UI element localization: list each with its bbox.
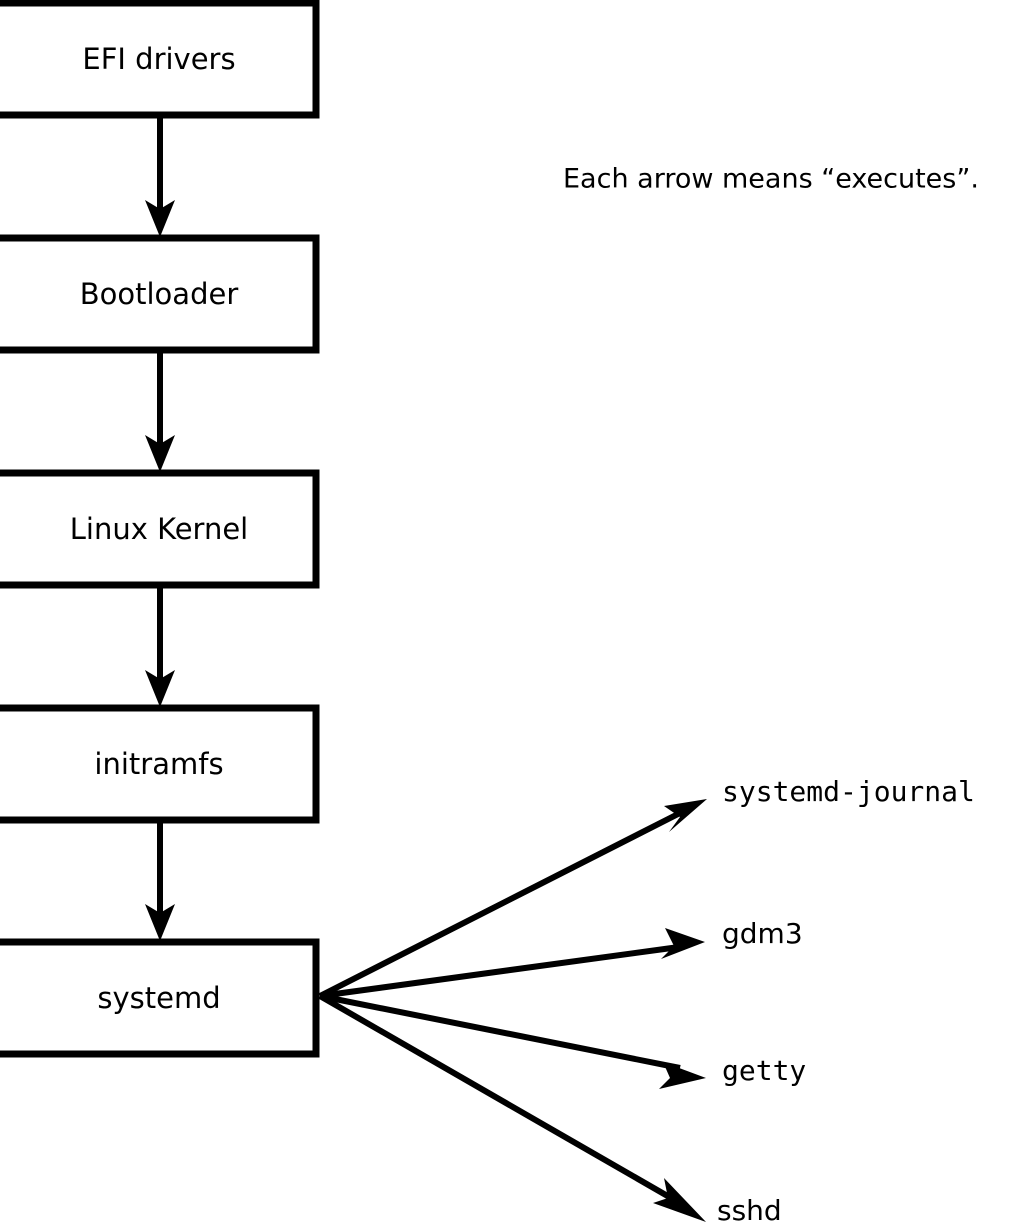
node-initramfs[interactable]: initramfs	[0, 704, 320, 824]
leaf-label-getty: getty	[722, 1054, 806, 1087]
node-linux-kernel[interactable]: Linux Kernel	[0, 469, 320, 589]
node-label-efi-drivers: EFI drivers	[82, 42, 235, 76]
node-label-initramfs: initramfs	[94, 747, 223, 781]
node-systemd[interactable]: systemd	[0, 938, 320, 1058]
node-label-bootloader: Bootloader	[80, 277, 239, 311]
leaf-edge-systemd-to-sshd	[318, 993, 706, 1222]
leaf-label-gdm3: gdm3	[722, 917, 803, 950]
leaf-label-sshd: sshd	[717, 1194, 782, 1227]
chain-edge-bootloader-to-kernel	[145, 352, 175, 472]
node-bootloader[interactable]: Bootloader	[0, 234, 320, 354]
diagram-annotation: Each arrow means “executes”.	[563, 164, 979, 195]
node-efi-drivers[interactable]: EFI drivers	[0, 0, 320, 119]
leaf-edge-systemd-to-gdm3	[319, 928, 705, 999]
node-label-systemd: systemd	[97, 981, 220, 1015]
node-label-linux-kernel: Linux Kernel	[70, 512, 248, 546]
leaf-edge-systemd-to-getty	[319, 993, 706, 1089]
chain-edge-kernel-to-initramfs	[145, 587, 175, 707]
leaf-label-systemd-journal: systemd-journal	[722, 775, 975, 808]
chain-edge-initramfs-to-systemd	[145, 821, 175, 941]
leaf-edge-systemd-to-systemd-journal	[318, 799, 707, 999]
chain-edge-efi-to-bootloader	[145, 118, 175, 237]
